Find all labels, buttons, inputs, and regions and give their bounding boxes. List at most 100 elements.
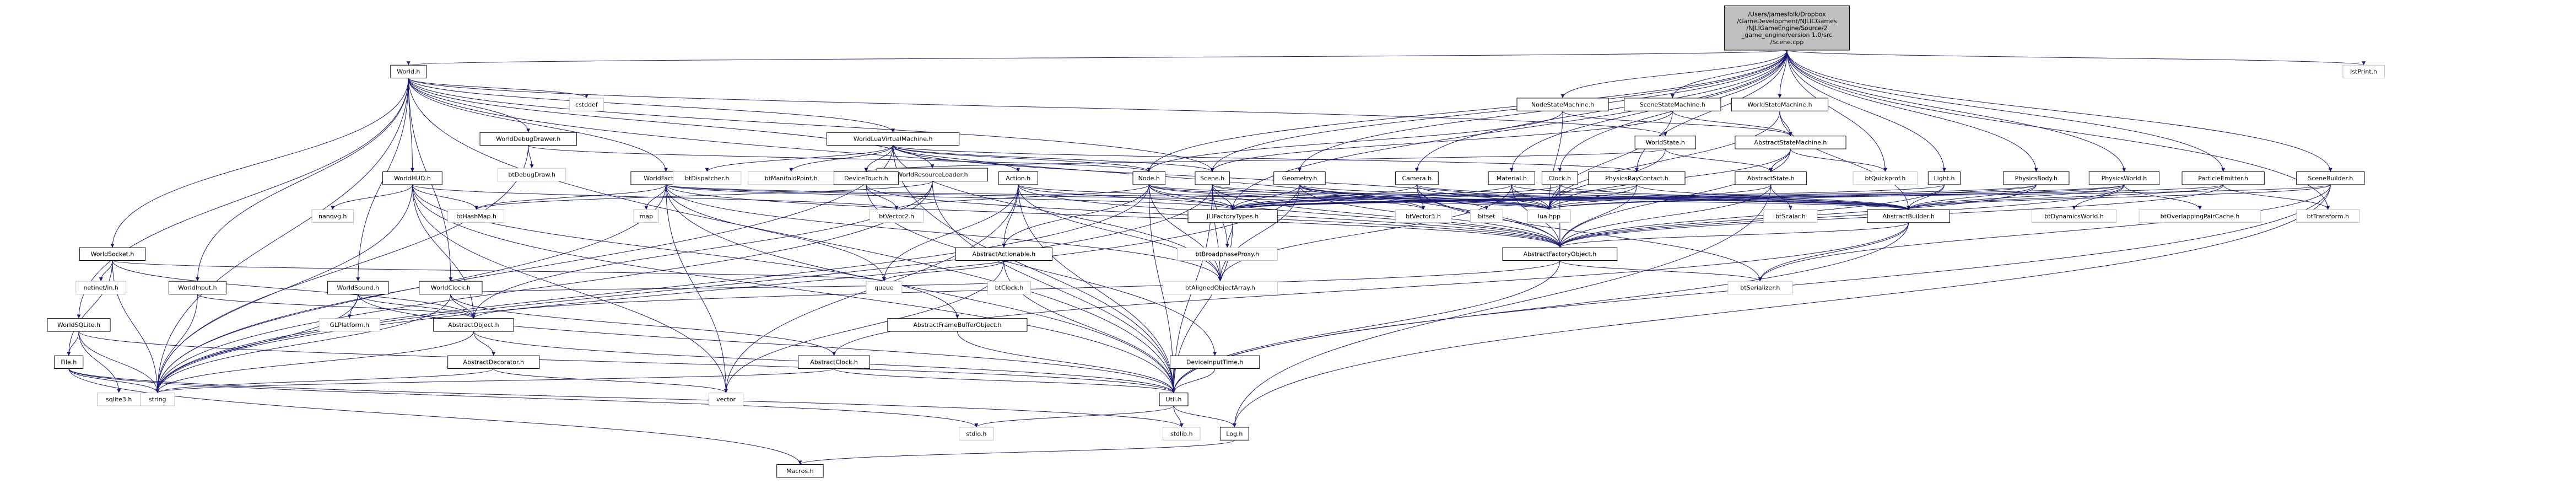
edge-WorldLuaVirtualMachine-to-Action [893,145,1020,172]
node-worlddebugdrawer[interactable]: WorldDebugDrawer.h [479,132,577,146]
node-btquickprof[interactable]: btQuickprof.h [1853,171,1918,185]
node-btvector3[interactable]: btVector3.h [1395,209,1452,223]
node-map[interactable]: map [633,209,660,223]
node-box [798,355,870,369]
edge-SceneStateMachine-to-AbstractStateMachine [1672,111,1792,136]
edge-Scene-to-btAlignedObjectArray [1212,184,1222,282]
node-box [169,281,226,295]
edge-Node-to-btVector3 [1148,184,1425,210]
node-string[interactable]: string [140,393,175,406]
node-label: AbstractClock.h [810,359,858,366]
node-util[interactable]: Util.h [1159,393,1189,406]
node-box [2088,171,2160,185]
edge-PhysicsWorld-to-AbstractBuilder [1907,184,2125,210]
edge-root-to-btTransform [1786,50,2330,210]
node-abstractactionable[interactable]: AbstractActionable.h [955,247,1052,261]
node-node[interactable]: Node.h [1132,171,1165,185]
node-world[interactable]: World.h [390,65,427,79]
node-abstractdecorator[interactable]: AbstractDecorator.h [447,355,540,369]
node-btoverlappingpaircache[interactable]: btOverlappingPairCache.h [2138,209,2261,223]
node-worldresourceloader[interactable]: WorldResourceLoader.h [876,168,989,181]
node-btdispatcher[interactable]: btDispatcher.h [673,171,742,185]
node-file[interactable]: File.h [54,355,84,369]
node-label: GLPlatform.h [330,321,369,329]
node-abstractobject[interactable]: AbstractObject.h [433,318,514,332]
node-queue[interactable]: queue [866,281,903,295]
node-btalignedobjectarray[interactable]: btAlignedObjectArray.h [1163,281,1278,295]
node-btvector2[interactable]: btVector2.h [869,209,924,223]
node-vector[interactable]: vector [708,393,744,406]
edge-WorldDebugDrawer-to-Node [528,145,1151,173]
node-label: SceneBuilder.h [2308,175,2353,182]
node-box [447,209,506,223]
node-worldinput[interactable]: WorldInput.h [169,281,226,295]
node-box [433,318,514,332]
edge-WorldSound-to-AbstractObject [358,294,476,319]
node-stdio[interactable]: stdio.h [959,427,994,441]
node-macros[interactable]: Macros.h [776,464,824,478]
node-btdynamicsworld[interactable]: btDynamicsWorld.h [2031,209,2117,223]
node-lstprint[interactable]: lstPrint.h [2342,65,2385,79]
node-action[interactable]: Action.h [998,171,1038,185]
node-clock[interactable]: Clock.h [1541,171,1578,185]
node-deviceinputtime[interactable]: DeviceInputTime.h [1170,355,1260,369]
node-abstractbuilder[interactable]: AbstractBuilder.h [1867,209,1950,223]
node-worldluavirtualmachine[interactable]: WorldLuaVirtualMachine.h [827,132,960,146]
edge-World-to-WorldState [408,78,1667,137]
node-nodestatemachine[interactable]: NodeStateMachine.h [1516,98,1609,111]
node-geometry[interactable]: Geometry.h [1273,171,1326,185]
node-luahpp[interactable]: lua.hpp [1527,209,1571,223]
node-nanovg[interactable]: nanovg.h [311,209,354,223]
node-abstractclock[interactable]: AbstractClock.h [798,355,870,369]
node-box [1395,171,1439,185]
node-bttransform[interactable]: btTransform.h [2296,209,2360,223]
node-worldstate[interactable]: WorldState.h [1634,136,1696,149]
node-worldsqlite[interactable]: WorldSQLite.h [47,318,111,332]
node-particleemitter[interactable]: ParticleEmitter.h [2181,171,2265,185]
edge-SceneBuilder-to-AbstractBuilder [1907,184,2331,210]
node-light[interactable]: Light.h [1927,171,1961,185]
node-abstractstatemachine[interactable]: AbstractStateMachine.h [1735,136,1846,149]
node-btmanifoldpoint[interactable]: btManifoldPoint.h [748,171,835,185]
node-scenebuilder[interactable]: SceneBuilder.h [2296,171,2365,185]
node-glplatform[interactable]: GLPlatform.h [318,318,380,332]
node-camera[interactable]: Camera.h [1395,171,1439,185]
node-btscalar[interactable]: btScalar.h [1763,209,1818,223]
node-worldclock[interactable]: WorldClock.h [419,281,483,295]
node-box [1132,171,1165,185]
node-btdebugdraw[interactable]: btDebugDraw.h [498,168,566,181]
node-box [959,427,994,441]
node-physicsworld[interactable]: PhysicsWorld.h [2088,171,2160,185]
edge-World-to-WorldDebugDrawer [408,78,531,133]
node-physicsraycontact[interactable]: PhysicsRayContact.h [1588,171,1686,185]
node-bthashmap[interactable]: btHashMap.h [447,209,506,223]
node-scenestatemachine[interactable]: SceneStateMachine.h [1624,98,1721,111]
node-btserializer[interactable]: btSerializer.h [1727,281,1793,295]
node-abstractframebufferobject[interactable]: AbstractFrameBufferObject.h [887,318,1028,332]
node-worldstatemachine[interactable]: WorldStateMachine.h [1731,98,1829,111]
node-cstddef[interactable]: cstddef [569,98,604,111]
node-scene[interactable]: Scene.h [1195,171,1230,185]
node-log[interactable]: Log.h [1219,427,1249,441]
node-worldhud[interactable]: WorldHUD.h [382,171,442,185]
node-physicsbody[interactable]: PhysicsBody.h [2003,171,2070,185]
node-label: AbstractFactoryObject.h [1524,251,1597,258]
node-worldsound[interactable]: WorldSound.h [327,281,389,295]
node-worldsocket[interactable]: WorldSocket.h [79,247,146,261]
node-netinet[interactable]: netinet/in.h [75,281,127,295]
edge-root-to-PhysicsWorld [1786,50,2126,172]
node-btbroadphaseproxy[interactable]: btBroadphaseProxy.h [1177,247,1278,261]
node-btclock[interactable]: btClock.h [987,281,1031,295]
node-abstractfactoryobject[interactable]: AbstractFactoryObject.h [1502,247,1618,261]
node-box [47,318,111,332]
node-box [479,132,577,146]
node-jlifactorytypes[interactable]: JLIFactoryTypes.h [1187,209,1278,223]
node-bitset[interactable]: bitset [1470,209,1503,223]
edge-AbstractStateMachine-to-btQuickprof [1790,148,1887,172]
node-material[interactable]: Material.h [1488,171,1535,185]
node-devicetouch[interactable]: DeviceTouch.h [834,171,899,185]
node-abstractstate[interactable]: AbstractState.h [1735,171,1807,185]
node-stdlib[interactable]: stdlib.h [1163,427,1201,441]
node-sqlite3[interactable]: sqlite3.h [97,393,141,406]
node-box [75,281,127,295]
